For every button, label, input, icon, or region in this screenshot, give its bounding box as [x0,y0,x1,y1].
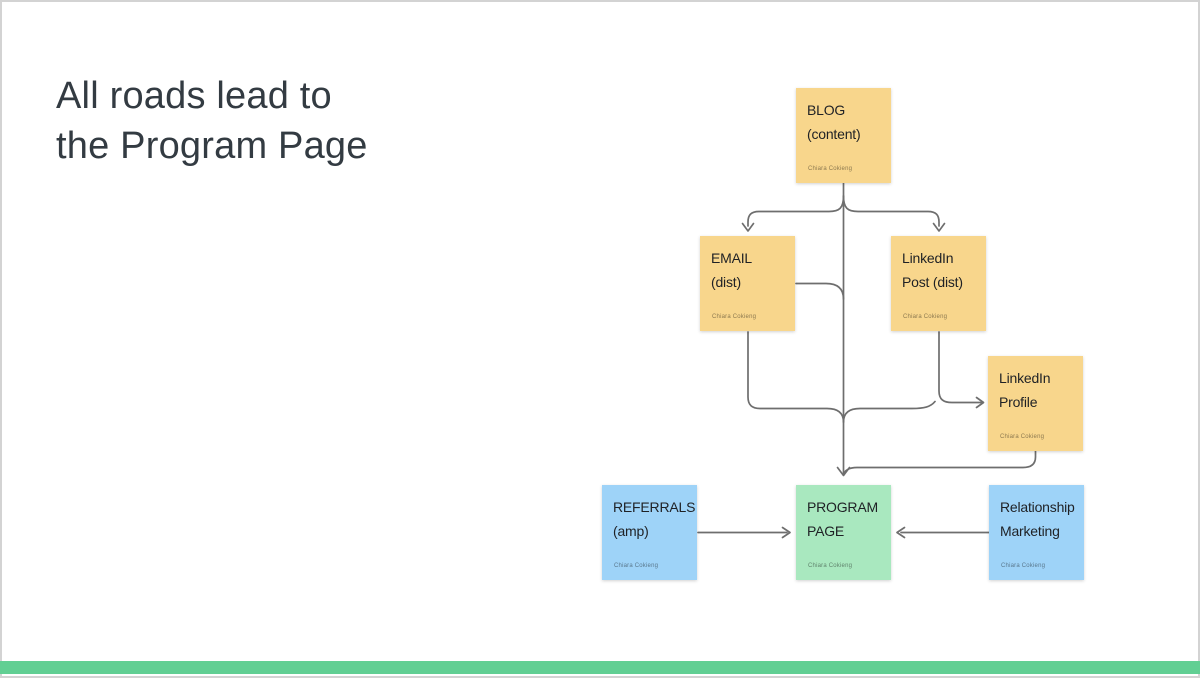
sticky-label-email-line1: EMAIL [711,250,753,266]
connector-trunk-to-right-branch [842,400,936,423]
arrowhead-email-top [741,222,755,232]
sticky-label-relmkt-line1: Relationship [1000,499,1075,515]
footer-accent-bar [0,661,1200,674]
slide-title-line1: All roads lead to [56,75,332,117]
sticky-note-program-page[interactable]: PROGRAM PAGE Chiara Cokieng [796,485,891,580]
connector-blog-to-email [747,195,845,227]
sticky-author-blog: Chiara Cokieng [808,166,853,172]
sticky-author-program: Chiara Cokieng [808,563,853,569]
sticky-note-blog[interactable]: BLOG (content) Chiara Cokieng [796,88,891,183]
sticky-author-referrals: Chiara Cokieng [614,563,659,569]
sticky-label-linkedin-profile-line2: Profile [999,394,1038,410]
sticky-note-linkedin-post[interactable]: LinkedIn Post (dist) Chiara Cokieng [891,236,986,331]
sticky-author-email: Chiara Cokieng [712,314,757,320]
sticky-note-email[interactable]: EMAIL (dist) Chiara Cokieng [700,236,795,331]
sticky-label-relmkt-line2: Marketing [1000,523,1060,539]
arrowhead-program-left [781,526,791,539]
sticky-label-blog-line1: BLOG [807,102,846,118]
sticky-author-linkedin-profile: Chiara Cokieng [1000,434,1045,440]
connector-linkedin-profile-to-trunk [843,450,1037,475]
sticky-label-linkedin-post-line2: Post (dist) [902,274,963,290]
sticky-label-linkedin-profile-line1: LinkedIn [999,370,1051,386]
arrowhead-linkedin-profile-left [975,396,985,409]
sticky-label-program-line2: PAGE [807,523,845,539]
arrowhead-program-top [836,466,851,477]
slide-title-line2: the Program Page [56,125,368,167]
connector-blog-to-linkedin-post [842,195,940,227]
sticky-label-referrals-line1: REFERRALS [613,499,696,515]
sticky-label-linkedin-post-line1: LinkedIn [902,250,954,266]
sticky-note-linkedin-profile[interactable]: LinkedIn Profile Chiara Cokieng [988,356,1083,451]
slide-title: All roads lead to the Program Page [56,71,368,171]
connector-email-bottom-to-trunk [747,331,845,423]
sticky-label-blog-line2: (content) [807,126,861,142]
connector-linkedin-post-to-profile [938,331,983,404]
sticky-note-referrals[interactable]: REFERRALS (amp) Chiara Cokieng [602,485,697,580]
sticky-author-relmkt: Chiara Cokieng [1001,563,1046,569]
connector-email-right-to-trunk [795,282,845,300]
sticky-author-linkedin-post: Chiara Cokieng [903,314,948,320]
sticky-note-relationship-marketing[interactable]: Relationship Marketing Chiara Cokieng [989,485,1084,580]
arrowhead-linkedin-post-top [932,222,946,232]
sticky-label-email-line2: (dist) [711,274,741,290]
sticky-label-program-line1: PROGRAM [807,499,878,515]
arrowhead-program-right [896,526,906,539]
sticky-label-referrals-line2: (amp) [613,523,649,539]
